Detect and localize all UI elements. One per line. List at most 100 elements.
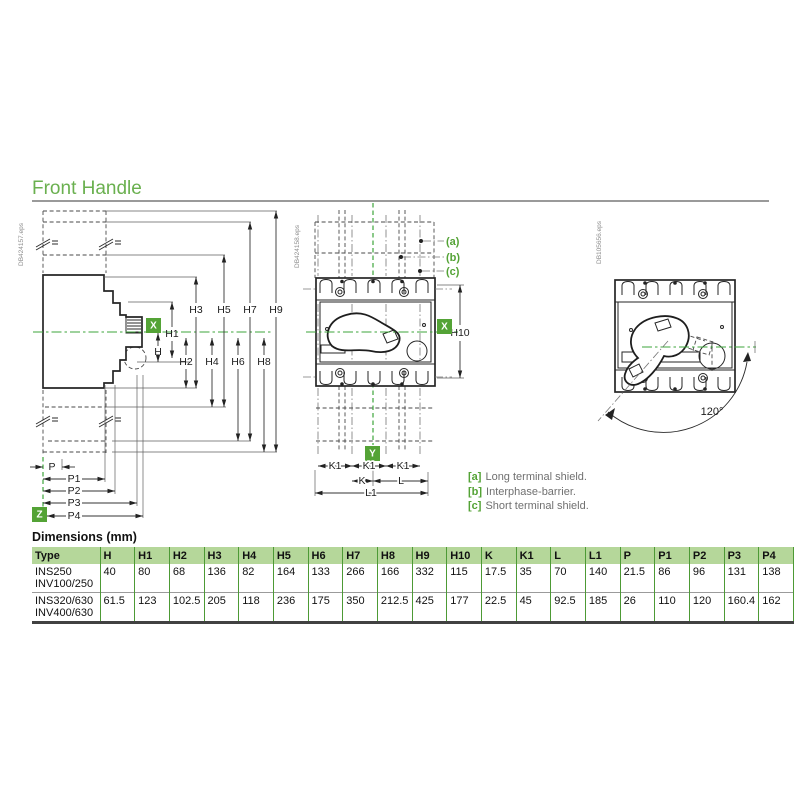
- legend-item-c: [c]Short terminal shield.: [468, 499, 589, 514]
- dim-label-h: H: [154, 346, 162, 358]
- marker-x-box-front: [437, 319, 452, 334]
- marker-y-box: [365, 446, 380, 461]
- type-line: INS250: [35, 566, 72, 578]
- col-header: P3: [723, 547, 759, 564]
- cell: 102.5: [168, 592, 205, 623]
- rotary-handle: [326, 312, 401, 354]
- col-header: H7: [342, 547, 378, 564]
- marker-x-box-side: [146, 318, 161, 333]
- cell-type: INS320/630 INV400/630: [32, 592, 100, 623]
- dim-label-h6: H6: [231, 356, 245, 368]
- dim-label-k1-1: K1: [329, 460, 342, 472]
- col-header: H9: [411, 547, 447, 564]
- callout-b: (b): [446, 252, 460, 264]
- cell: 236: [272, 592, 309, 623]
- table-caption: Dimensions (mm): [32, 530, 137, 544]
- cell: 164: [272, 564, 309, 593]
- dim-label-k1-3: K1: [397, 460, 410, 472]
- cell: 162: [758, 592, 794, 623]
- cell: 118: [238, 592, 274, 623]
- callout-leaders: [399, 239, 444, 273]
- dim-label-k1-2: K1: [363, 460, 376, 472]
- cell: 61.5: [99, 592, 135, 623]
- type-line: INS320/630: [35, 595, 94, 607]
- marker-z-letter: Z: [36, 510, 42, 521]
- cell: 140: [584, 564, 621, 593]
- dim-label-h3: H3: [189, 304, 203, 316]
- h10-dimension: H10: [437, 284, 470, 379]
- rotation-angle-label: 120°: [701, 406, 724, 418]
- table-header-row: Type H H1 H2 H3 H4 H5 H6 H7 H8 H9 H10 K …: [32, 547, 794, 564]
- cell: 350: [342, 592, 378, 623]
- cell: 177: [446, 592, 482, 623]
- legend-text-c: Short terminal shield.: [485, 500, 589, 512]
- cell: 22.5: [480, 592, 517, 623]
- col-header: H5: [272, 547, 309, 564]
- terminal-lugs-top-right: [621, 280, 731, 299]
- cell: 160.4: [723, 592, 759, 623]
- col-header: K: [480, 547, 517, 564]
- type-line: INV100/250: [35, 578, 94, 590]
- col-header: H2: [168, 547, 205, 564]
- cell: 82: [238, 564, 274, 593]
- dim-label-p: P: [48, 461, 55, 473]
- legend-item-a: [a]Long terminal shield.: [468, 470, 589, 485]
- cell: 26: [619, 592, 655, 623]
- dim-label-p4: P4: [68, 510, 81, 522]
- depth-dimension-labels: P P1 P2 P3 P4: [48, 461, 80, 522]
- legend-tag-a: [a]: [468, 471, 482, 483]
- callout-legend: [a]Long terminal shield. [b]Interphase-b…: [468, 470, 589, 514]
- cell: 17.5: [480, 564, 517, 593]
- cell: 120: [688, 592, 725, 623]
- col-header: H10: [446, 547, 482, 564]
- col-header: P2: [688, 547, 725, 564]
- dim-label-l: L: [398, 475, 404, 487]
- col-header: H3: [203, 547, 239, 564]
- dimension-extension-lines: [61, 210, 277, 518]
- cell: 68: [168, 564, 205, 593]
- heading-rule: [32, 200, 769, 202]
- breaker-rotation-view: [614, 279, 736, 393]
- cell: 123: [134, 592, 170, 623]
- cell: 425: [411, 592, 447, 623]
- terminal-lugs-top: [319, 278, 429, 297]
- col-header: P1: [654, 547, 690, 564]
- dim-label-h9: H9: [269, 304, 283, 316]
- terminal-lugs-bottom: [319, 368, 429, 386]
- dim-label-p2: P2: [68, 485, 81, 497]
- legend-tag-b: [b]: [468, 485, 483, 498]
- callout-a: (a): [446, 236, 460, 248]
- table-row: INS250 INV100/250 40 80 68 136 82 164 13…: [32, 564, 794, 593]
- eps-ref-rotation-view: DB105656.eps: [596, 220, 603, 264]
- col-header: H6: [307, 547, 343, 564]
- cell: 332: [411, 564, 447, 593]
- front-plate-rotation: [617, 301, 733, 369]
- marker-x-letter-side: X: [150, 321, 157, 332]
- front-view-drawing: DB424158.eps: [294, 203, 470, 501]
- rotation-view-drawing: DB105656.eps: [596, 220, 756, 433]
- eps-ref-front-view: DB424158.eps: [294, 224, 301, 268]
- cell: 131: [723, 564, 759, 593]
- col-header: K1: [515, 547, 551, 564]
- dim-label-h10: H10: [450, 327, 469, 339]
- pole-centerlines: [317, 215, 421, 456]
- break-symbols: [35, 238, 121, 428]
- col-header: H: [99, 547, 135, 564]
- cell: 212.5: [376, 592, 413, 623]
- marker-x-letter-front: X: [441, 322, 448, 333]
- depth-dimension-lines: [30, 464, 143, 519]
- dim-label-k: K: [358, 475, 365, 487]
- legend-item-b: [b]Interphase-barrier.: [468, 485, 589, 500]
- cell: 92.5: [550, 592, 586, 623]
- cell: 86: [654, 564, 690, 593]
- cell: 21.5: [619, 564, 655, 593]
- busbar-hidden-lines: [314, 210, 435, 450]
- cell: 138: [758, 564, 794, 593]
- callout-c: (c): [446, 266, 460, 278]
- col-header: P: [619, 547, 655, 564]
- cell: 175: [307, 592, 343, 623]
- table-row: INS320/630 INV400/630 61.5 123 102.5 205…: [32, 592, 794, 623]
- dim-label-h5: H5: [217, 304, 231, 316]
- dim-label-h2: H2: [179, 356, 193, 368]
